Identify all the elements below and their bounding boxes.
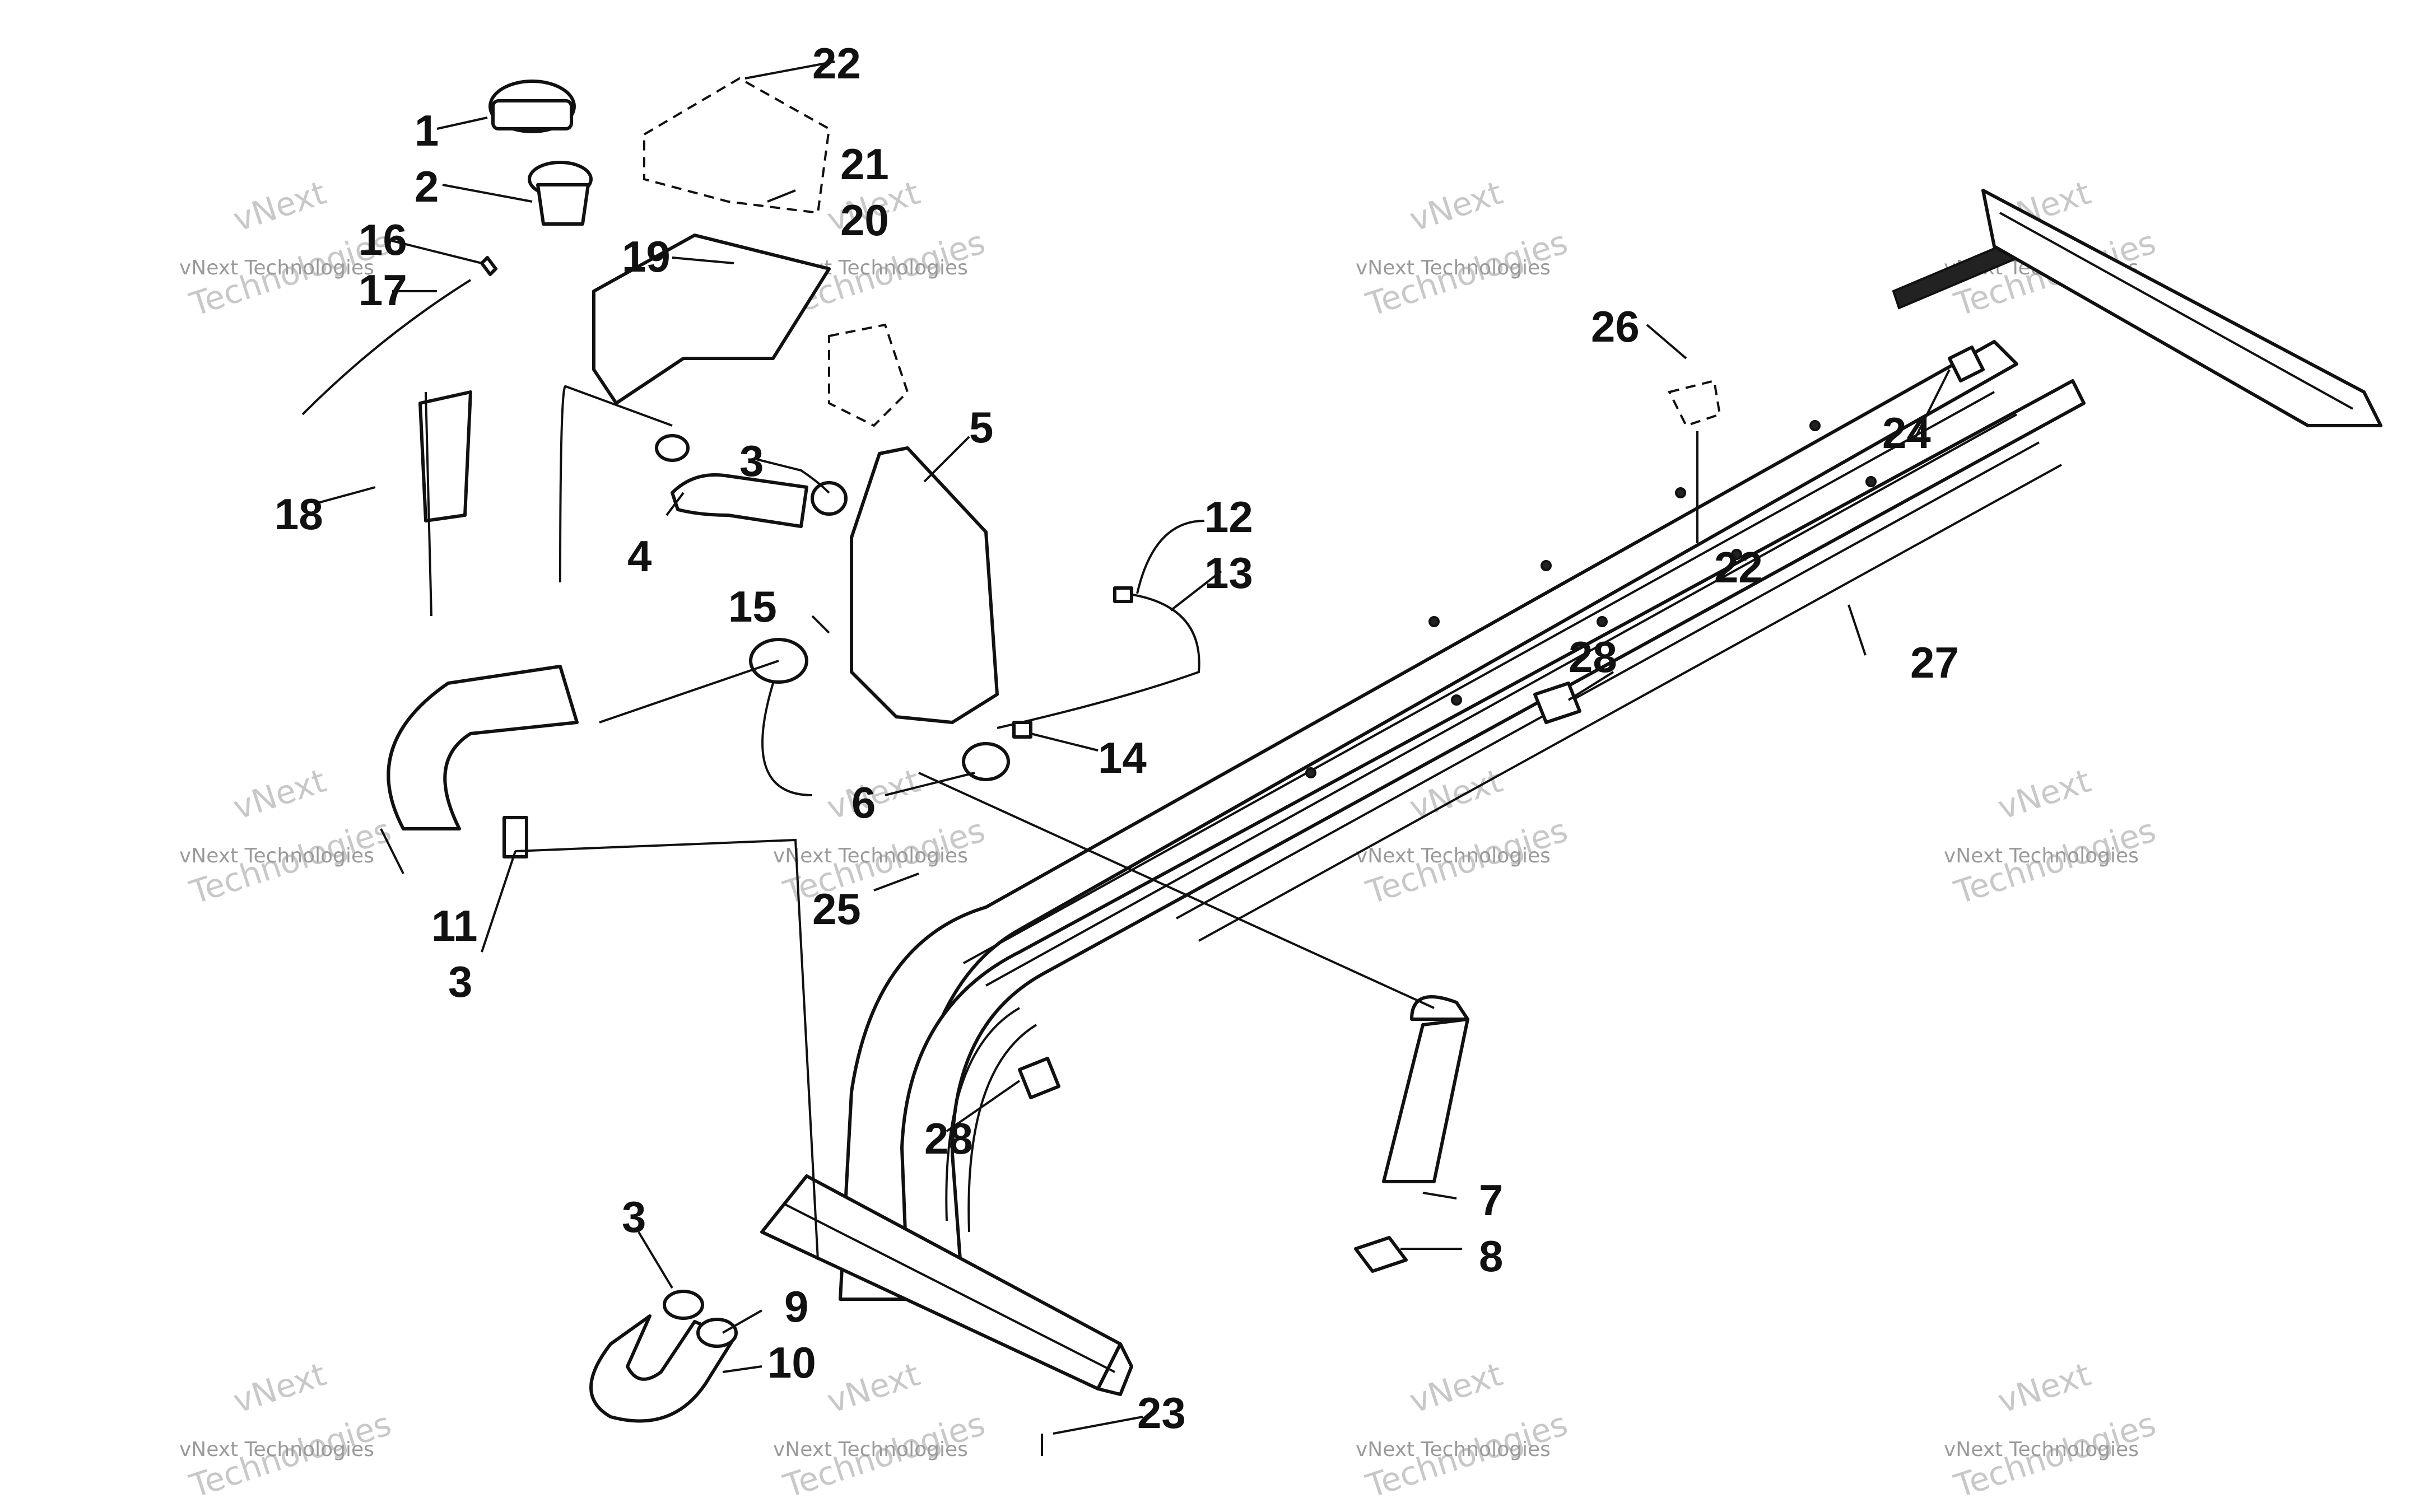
svg-text:vNext: vNext	[229, 174, 331, 239]
callout-16: 16	[359, 215, 407, 264]
clamp-16	[480, 256, 497, 276]
svg-text:vNext: vNext	[1405, 762, 1507, 827]
callout-8: 8	[1479, 1231, 1503, 1281]
hose-11	[387, 665, 579, 830]
callout-12: 12	[1204, 492, 1253, 542]
leader-lines	[313, 60, 1951, 1435]
svg-text:vNext Technologies: vNext Technologies	[1356, 844, 1551, 867]
callout-11: 11	[431, 901, 477, 950]
nut-28	[1018, 1057, 1060, 1099]
svg-text:vNext: vNext	[1405, 174, 1507, 239]
callout-28: 28	[1569, 632, 1617, 682]
svg-text:vNext Technologies: vNext Technologies	[1356, 256, 1551, 279]
callout-9: 9	[784, 1282, 808, 1331]
svg-text:vNext: vNext	[229, 762, 331, 827]
svg-text:vNext Technologies: vNext Technologies	[1944, 844, 2139, 867]
callout-10: 10	[767, 1338, 816, 1387]
callout-3: 3	[739, 436, 764, 486]
bellows-hose	[1382, 1018, 1469, 1183]
callout-3: 3	[622, 1192, 646, 1242]
svg-text:vNext: vNext	[1993, 762, 2095, 827]
callout-17: 17	[359, 265, 407, 315]
fill-cap-base	[491, 99, 573, 130]
parts	[301, 77, 1985, 1456]
clamp-3	[663, 1290, 704, 1320]
callout-23: 23	[1137, 1388, 1186, 1438]
clamp-14	[1012, 721, 1032, 739]
callout-18: 18	[274, 489, 323, 539]
clamp-6	[962, 742, 1010, 781]
watermark: vNext Technologies vNext Technologies	[1356, 1355, 1572, 1506]
hose-4	[671, 473, 808, 528]
cap-9	[696, 1318, 738, 1348]
callout-4: 4	[627, 531, 651, 581]
watermark: vNext Technologies vNext Technologies	[1944, 1355, 2160, 1506]
svg-text:vNext Technologies: vNext Technologies	[179, 844, 374, 867]
callout-14: 14	[1098, 733, 1147, 782]
watermark: vNext Technologies vNext Technologies	[1356, 174, 1572, 324]
harness-bracket	[418, 390, 472, 522]
svg-text:vNext: vNext	[822, 1355, 924, 1421]
box-outline	[643, 77, 831, 214]
callout-22: 22	[812, 39, 861, 88]
svg-text:vNext Technologies: vNext Technologies	[773, 1438, 968, 1461]
callout-13: 13	[1204, 548, 1253, 598]
watermark: vNext Technologies vNext Technologies	[179, 762, 395, 912]
callout-22: 22	[1714, 543, 1763, 592]
svg-text:vNext Technologies: vNext Technologies	[179, 1438, 374, 1461]
hose-9-10	[589, 1314, 736, 1423]
svg-text:vNext Technologies: vNext Technologies	[179, 256, 374, 279]
callouts: 1 2 16 17 18 19 20 21 22 3 4 5 12 13 14 …	[274, 39, 1959, 1438]
callout-1: 1	[415, 106, 439, 155]
clamp-3	[655, 434, 690, 462]
nut-28	[1533, 682, 1581, 724]
svg-text:vNext Technologies: vNext Technologies	[1356, 1438, 1551, 1461]
clamp-12	[1113, 586, 1133, 603]
callout-26: 26	[1591, 302, 1640, 351]
callout-2: 2	[415, 162, 439, 211]
watermark: vNext Technologies vNext Technologies	[773, 762, 989, 912]
callout-15: 15	[728, 582, 777, 631]
regulator-bracket	[592, 234, 831, 405]
svg-text:vNext Technologies: vNext Technologies	[1944, 1438, 2139, 1461]
svg-text:vNext Technologies: vNext Technologies	[773, 844, 968, 867]
callout-25: 25	[812, 884, 861, 934]
watermark: vNext Technologies vNext Technologies	[1944, 762, 2160, 912]
callout-21: 21	[840, 139, 889, 189]
svg-text:vNext: vNext	[1405, 1355, 1507, 1421]
callout-28: 28	[924, 1114, 973, 1163]
callout-19: 19	[622, 232, 671, 281]
callout-20: 20	[840, 195, 889, 245]
watermark: vNext Technologies vNext Technologies	[179, 1355, 395, 1506]
part-8	[1354, 1236, 1408, 1273]
nut-24	[1948, 346, 1985, 382]
callout-5: 5	[969, 403, 993, 452]
callout-27: 27	[1910, 638, 1959, 687]
svg-text:vNext: vNext	[229, 1355, 331, 1421]
svg-text:vNext: vNext	[1993, 1355, 2095, 1421]
coolant-tank	[850, 446, 999, 724]
callout-24: 24	[1882, 408, 1931, 458]
callout-6: 6	[851, 778, 876, 827]
callout-3: 3	[448, 957, 472, 1006]
tunnel-heat-exchanger	[760, 189, 2382, 1396]
clamp-3	[811, 481, 848, 516]
callout-7: 7	[1479, 1175, 1503, 1225]
